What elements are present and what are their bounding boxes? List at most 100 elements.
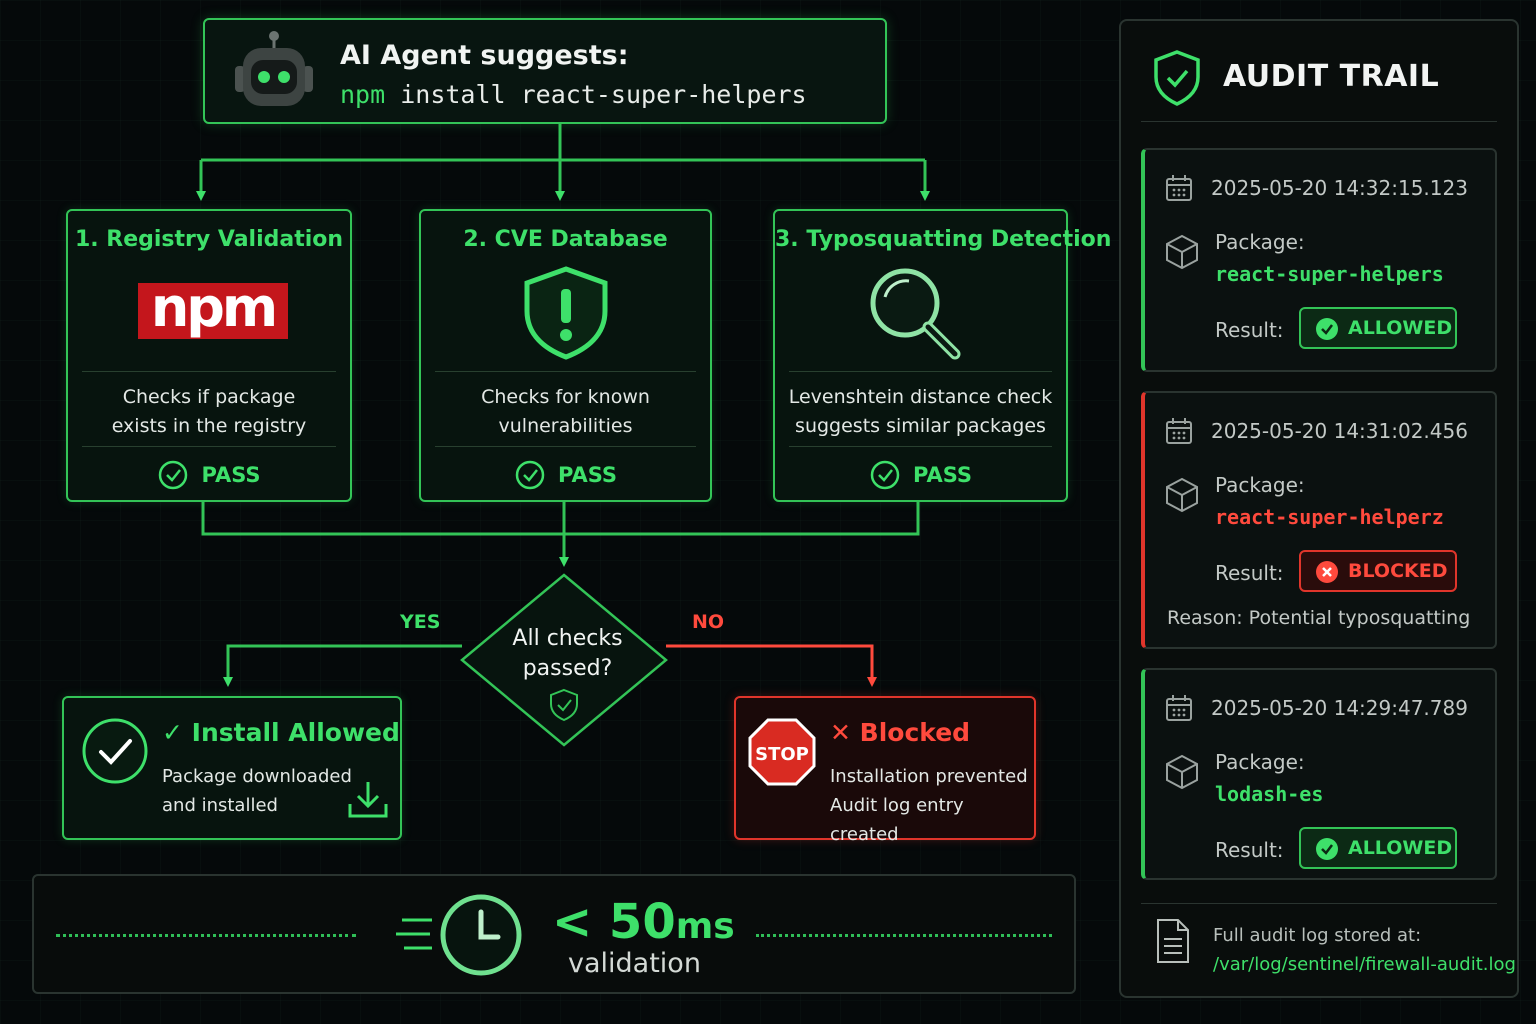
magnifier-icon: [870, 268, 961, 360]
install-allowed-description: Package downloaded and installed: [162, 762, 352, 820]
cve-database-card: 2. CVE Database Checks for known vulnera…: [419, 209, 712, 502]
connector-merge: [201, 502, 920, 536]
audit-divider: [1141, 121, 1497, 122]
calendar-icon: [1166, 175, 1192, 201]
card-description: Levenshtein distance check suggests simi…: [775, 383, 1066, 441]
blocked-description: Installation prevented Audit log entry c…: [830, 762, 1034, 849]
result-badge-allowed: ALLOWED: [1299, 307, 1457, 349]
desc-line: Installation prevented: [830, 766, 1028, 787]
status-badge: PASS: [775, 459, 1066, 491]
latency-number: < 50: [552, 894, 676, 950]
audit-timestamp: 2025-05-20 14:32:15.123: [1211, 176, 1468, 200]
check-circle-icon: [1316, 838, 1338, 860]
suggested-command: npm install react-super-helpers: [340, 80, 807, 109]
card-divider: [435, 371, 696, 372]
result-badge-allowed: ALLOWED: [1299, 827, 1457, 869]
desc-line: vulnerabilities: [498, 415, 633, 437]
desc-line: Package downloaded: [162, 766, 352, 787]
decision-diamond: [460, 573, 668, 747]
calendar-icon: [1166, 695, 1192, 721]
desc-line: exists in the registry: [111, 415, 307, 437]
agent-suggestion-title: AI Agent suggests:: [340, 40, 629, 71]
shield-check-icon: [1154, 50, 1200, 106]
decision-shield-icon: [550, 688, 578, 722]
calendar-icon: [1166, 418, 1192, 444]
card-title: 1. Registry Validation: [74, 227, 344, 252]
audit-entry: 2025-05-20 14:29:47.789 Package: lodash-…: [1141, 668, 1497, 880]
card-description: Checks if package exists in the registry: [68, 383, 350, 441]
stopwatch-icon: [396, 894, 522, 976]
package-icon: [1166, 477, 1198, 513]
audit-timestamp: 2025-05-20 14:31:02.456: [1211, 419, 1468, 443]
audit-trail-title: AUDIT TRAIL: [1223, 59, 1440, 94]
package-label: Package:: [1215, 750, 1305, 774]
registry-validation-card: 1. Registry Validation npm Checks if pac…: [66, 209, 352, 502]
check-circle-icon: [159, 460, 188, 490]
x-circle-icon: [1316, 561, 1338, 583]
audit-trail-panel: AUDIT TRAIL 2025-05-20 14:32:15.123 Pack…: [1119, 19, 1519, 998]
result-label: Result:: [1215, 318, 1284, 342]
status-badge: PASS: [68, 459, 350, 491]
latency-bar: < 50ms validation: [32, 874, 1076, 994]
check-circle-icon: [82, 718, 148, 784]
decision-line: All checks: [512, 626, 623, 651]
result-value: BLOCKED: [1348, 560, 1448, 582]
desc-line: Checks for known: [481, 386, 650, 408]
typosquatting-detection-card: 3. Typosquatting Detection Levenshtein d…: [773, 209, 1112, 502]
package-icon: [1166, 754, 1198, 790]
latency-caption: validation: [568, 948, 701, 979]
audit-timestamp: 2025-05-20 14:29:47.789: [1211, 696, 1468, 720]
check-circle-icon: [1316, 318, 1338, 340]
result-badge-blocked: BLOCKED: [1299, 550, 1457, 592]
result-label: Result:: [1215, 561, 1284, 585]
log-path-link[interactable]: /var/log/sentinel/firewall-audit.log: [1213, 954, 1516, 975]
package-label: Package:: [1215, 230, 1305, 254]
status-label: PASS: [201, 463, 261, 487]
block-reason: Reason: Potential typosquatting: [1167, 607, 1471, 629]
connector-no: [666, 644, 877, 687]
stop-sign-icon: STOP: [748, 718, 816, 786]
package-name: lodash-es: [1215, 782, 1324, 806]
card-divider: [789, 371, 1052, 372]
dotted-line-left: [56, 934, 356, 937]
card-divider: [435, 446, 696, 447]
status-badge: PASS: [421, 459, 710, 491]
card-divider: [82, 446, 336, 447]
desc-line: Audit log entry created: [830, 795, 964, 845]
package-name: react-super-helpers: [1215, 262, 1444, 286]
audit-divider: [1141, 903, 1497, 904]
latency-unit: ms: [675, 906, 735, 947]
download-icon: [348, 782, 388, 818]
package-label: Package:: [1215, 473, 1305, 497]
document-icon: [1157, 919, 1189, 963]
status-label: PASS: [912, 463, 973, 487]
status-label: PASS: [557, 463, 618, 487]
robot-icon: [235, 31, 313, 106]
latency-value: < 50ms: [552, 894, 735, 950]
audit-entry: 2025-05-20 14:32:15.123 Package: react-s…: [1141, 148, 1497, 372]
audit-entry: 2025-05-20 14:31:02.456 Package: react-s…: [1141, 391, 1497, 649]
decision-line: passed?: [522, 656, 613, 681]
stop-sign-text: STOP: [755, 744, 809, 765]
blocked-title: ✕ Blocked: [830, 718, 971, 747]
desc-line: Levenshtein distance check: [788, 386, 1053, 408]
log-location-label: Full audit log stored at:: [1213, 925, 1422, 946]
connector-yes: [223, 644, 462, 687]
yes-label: YES: [400, 611, 441, 633]
command-args: install react-super-helpers: [400, 80, 807, 109]
package-icon: [1166, 234, 1198, 270]
desc-line: Checks if package: [122, 386, 296, 408]
card-divider: [82, 371, 336, 372]
install-allowed-title: ✓ Install Allowed: [162, 718, 400, 747]
check-circle-icon: [870, 460, 900, 490]
check-circle-icon: [515, 460, 545, 490]
no-label: NO: [692, 611, 725, 633]
shield-alert-icon: [524, 266, 608, 360]
desc-line: and installed: [162, 795, 278, 816]
blocked-box: STOP ✕ Blocked Installation prevented Au…: [734, 696, 1036, 845]
card-title: 3. Typosquatting Detection: [775, 227, 1112, 252]
desc-line: suggests similar packages: [795, 415, 1046, 437]
agent-suggestion-box: AI Agent suggests: npm install react-sup…: [203, 18, 887, 124]
install-allowed-box: ✓ Install Allowed Package downloaded and…: [62, 696, 402, 840]
